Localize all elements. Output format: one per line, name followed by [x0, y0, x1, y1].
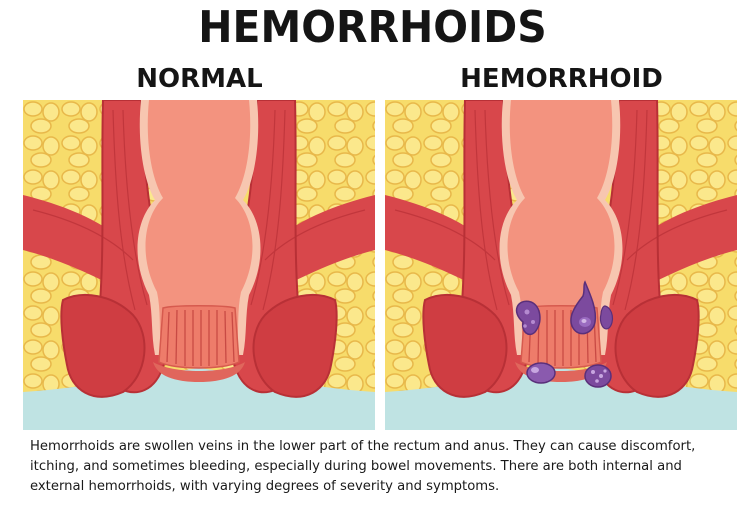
- normal-anatomy-svg: [23, 100, 375, 430]
- hemorrhoid-internal-center: [570, 280, 597, 335]
- hemorrhoid-anatomy-illustration: [385, 100, 737, 430]
- panel-title-hemorrhoid: HEMORRHOID: [460, 64, 663, 94]
- sphincter-lower-left: [422, 294, 508, 398]
- sphincter-lower-left: [60, 294, 146, 398]
- sphincter-lower-right: [614, 294, 700, 398]
- normal-anatomy-illustration: [23, 100, 375, 430]
- panel-title-normal: NORMAL: [136, 64, 263, 94]
- hemorrhoid-anatomy-svg: [385, 100, 737, 430]
- muscle-fibers: [394, 109, 728, 311]
- anal-canal: [153, 305, 245, 382]
- hemorrhoid-internal-left: [515, 300, 541, 336]
- hemorrhoid-external-right: [584, 364, 612, 388]
- muscle-fibers: [32, 109, 366, 311]
- hemorrhoid-internal-right: [599, 305, 614, 330]
- hemorrhoid-external-left: [526, 362, 556, 384]
- main-title: HEMORRHOIDS: [198, 2, 547, 53]
- sphincter-lower-right: [252, 294, 338, 398]
- caption-text: Hemorrhoids are swollen veins in the low…: [30, 439, 696, 494]
- rectum-lumen: [145, 100, 253, 350]
